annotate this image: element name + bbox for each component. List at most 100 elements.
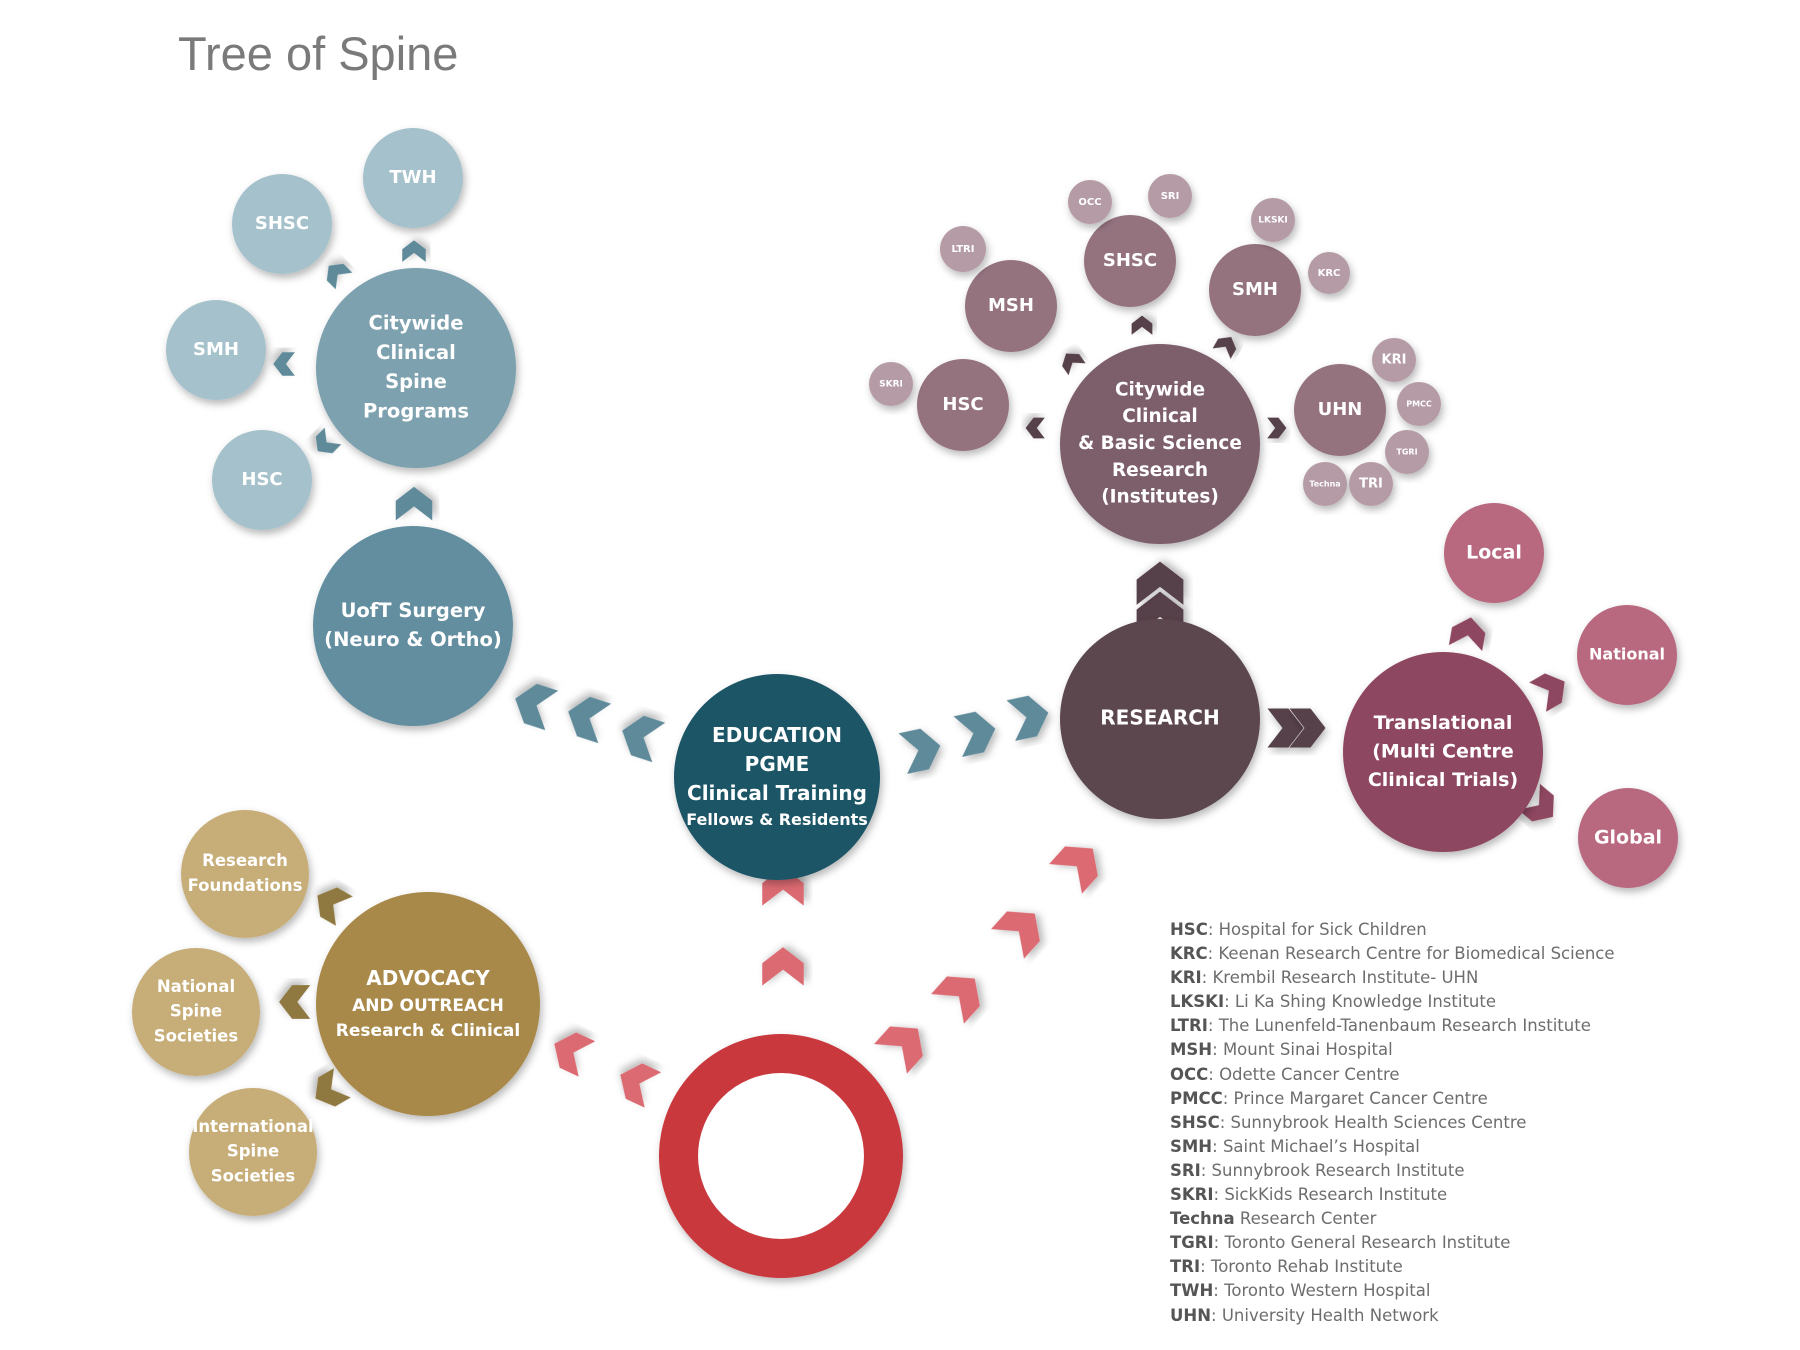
arrow-to-shsc-research [1131, 315, 1153, 335]
twh-clinical-node-label: TWH [389, 167, 436, 188]
arrow-to-research-3 [991, 911, 1040, 959]
legend-abbreviation: SMH [1170, 1136, 1213, 1156]
lkski-node-circle [1251, 198, 1295, 242]
arrow-to-research-4 [1049, 846, 1098, 894]
techna-node: Techna [1303, 462, 1347, 506]
legend-row: HSC: Hospital for Sick Children [1170, 918, 1615, 942]
smh-clinical-node-label: SMH [193, 339, 239, 360]
education-node-label: EDUCATION [712, 723, 842, 747]
local-node-label: Local [1466, 542, 1522, 564]
lkski-node: LKSKI [1251, 198, 1295, 242]
legend-separator: : [1200, 1160, 1212, 1180]
arrow-to-twh [402, 240, 426, 262]
legend-row: OCC: Odette Cancer Centre [1170, 1063, 1615, 1087]
lkski-node-label: LKSKI [1258, 216, 1288, 226]
legend-abbreviation: Techna [1170, 1209, 1235, 1229]
legend-definition: Hospital for Sick Children [1218, 920, 1427, 939]
legend-definition: University Health Network [1221, 1305, 1439, 1325]
center-node-label: Program [716, 1175, 847, 1206]
research-foundations-node-circle [181, 810, 309, 938]
legend-row: SKRI: SickKids Research Institute [1170, 1183, 1615, 1207]
legend-abbreviation: HSC [1170, 920, 1208, 939]
international-spine-societies-node-label: Societies [211, 1166, 296, 1185]
national-spine-societies-node-label: Societies [154, 1026, 239, 1045]
arrow-to-shsc-clinical [326, 263, 353, 290]
local-node: Local [1444, 503, 1544, 603]
legend-row: TGRI: Toronto General Research Institute [1170, 1231, 1615, 1255]
legend-row: KRC: Keenan Research Centre for Biomedic… [1170, 942, 1615, 966]
hsc-research-node: HSC [917, 359, 1009, 451]
shsc-clinical-node: SHSC [232, 174, 332, 274]
national-spine-societies-node-label: Spine [170, 1002, 222, 1021]
legend-definition: Keenan Research Centre for Biomedical Sc… [1218, 944, 1615, 964]
arrow-to-citywide-clinical [395, 486, 433, 521]
tgri-node-circle [1385, 430, 1429, 474]
legend-row: SMH: Saint Michael’s Hospital [1170, 1135, 1615, 1159]
legend-abbreviation: KRC [1170, 944, 1208, 964]
citywide-clinical-node-label: Clinical [376, 341, 456, 364]
msh-research-node-circle [965, 260, 1057, 352]
legend-abbreviation: LTRI [1170, 1016, 1208, 1036]
krc-node-label: KRC [1318, 268, 1341, 279]
legend-separator: : [1213, 1233, 1225, 1253]
international-spine-societies-node-label: Spine [227, 1142, 279, 1161]
legend-separator: : [1201, 968, 1213, 988]
legend-row: SRI: Sunnybrook Research Institute [1170, 1159, 1615, 1183]
arrow-to-advocacy-2 [554, 1032, 596, 1077]
citywide-research-node-label: (Institutes) [1101, 487, 1219, 508]
tri-node-circle [1349, 462, 1393, 506]
legend-abbreviation: SKRI [1170, 1185, 1214, 1205]
tgri-node: TGRI [1385, 430, 1429, 474]
arrow-to-uhn-research [1267, 417, 1287, 439]
sri-node: SRI [1148, 174, 1192, 218]
legend-definition: Toronto General Research Institute [1224, 1233, 1511, 1253]
skri-node: SKRI [869, 362, 913, 406]
sri-node-circle [1148, 174, 1192, 218]
arrow-to-msh-research [1062, 353, 1086, 376]
legend-abbreviation: KRI [1170, 968, 1202, 988]
arrow-to-translational-2 [1289, 708, 1326, 748]
smh-research-node-label: SMH [1232, 279, 1278, 300]
legend-definition: Toronto Western Hospital [1224, 1281, 1431, 1301]
legend-definition: Odette Cancer Centre [1219, 1064, 1400, 1084]
legend-abbreviation: PMCC [1170, 1088, 1223, 1108]
arrow-to-translational-1 [1267, 708, 1304, 748]
arrow-to-hsc-research [1025, 417, 1045, 439]
research-node-label: RESEARCH [1100, 706, 1219, 730]
citywide-clinical-node-label: Citywide [369, 312, 464, 335]
smh-clinical-node: SMH [166, 300, 266, 400]
msh-research-node: MSH [965, 260, 1057, 352]
advocacy-node-label: AND OUTREACH [352, 996, 504, 1016]
education-node-circle [674, 674, 880, 880]
techna-node-circle [1303, 462, 1347, 506]
arrow-to-smh-clinical [273, 352, 295, 376]
legend-separator: : [1212, 1040, 1223, 1060]
kri-node-label: KRI [1382, 353, 1407, 368]
legend-separator: : [1213, 1185, 1225, 1205]
education-node-label: Fellows & Residents [686, 810, 868, 829]
legend-separator: : [1224, 992, 1235, 1012]
arrow-to-citywide-research-2 [1136, 561, 1184, 605]
legend-abbreviation: SHSC [1170, 1112, 1220, 1132]
shsc-clinical-node-circle [232, 174, 332, 274]
legend-row: TWH: Toronto Western Hospital [1170, 1279, 1615, 1303]
ltri-node-circle [940, 226, 986, 272]
legend-separator: : [1207, 944, 1219, 964]
legend-separator: : [1222, 1088, 1234, 1108]
legend-separator: : [1213, 1281, 1225, 1301]
hsc-research-node-circle [917, 359, 1009, 451]
legend-row: KRI: Krembil Research Institute- UHN [1170, 966, 1615, 990]
legend-row: PMCC: Prince Margaret Cancer Centre [1170, 1087, 1615, 1111]
arrow-education-to-research-1 [898, 728, 941, 775]
kri-node: KRI [1372, 338, 1416, 382]
arrow-to-research-2 [931, 976, 980, 1024]
arrow-to-national-spine-societies [279, 985, 311, 1019]
ltri-node: LTRI [940, 226, 986, 272]
occ-node: OCC [1068, 180, 1112, 224]
arrow-education-to-research-2 [953, 711, 996, 758]
